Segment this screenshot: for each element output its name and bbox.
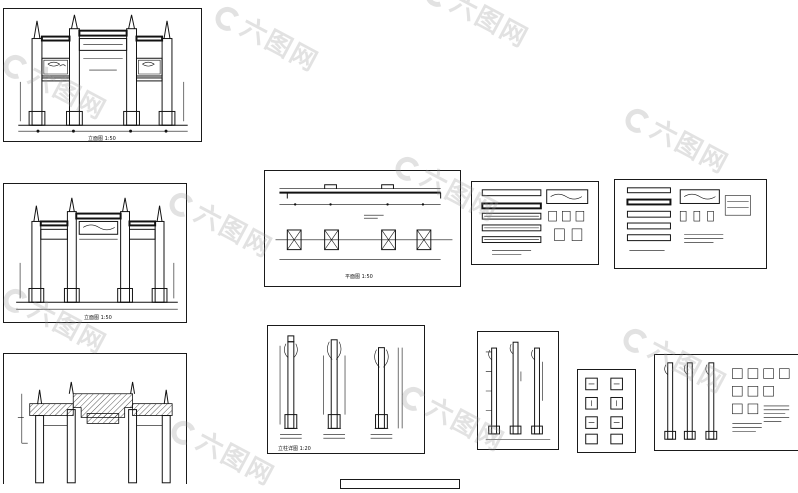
pillar-sections-drawing [485, 341, 551, 441]
g-logo-icon [211, 2, 244, 35]
joint-details-drawing [585, 377, 623, 445]
cad-sheet-archway-elevation-1[interactable]: 立面图 1:50 [3, 8, 202, 142]
sheet-caption: 平面图 1:50 [345, 274, 373, 280]
archway-elevation-plaque-drawing [16, 197, 178, 310]
cad-sheet-archway-elevation-2[interactable]: 立面图 1:50 [3, 183, 187, 323]
cad-sheet-beam-details-2[interactable] [614, 179, 767, 269]
plan-beam-drawing [275, 184, 453, 260]
watermark: 六图网 [420, 0, 536, 55]
cad-sheet-archway-section[interactable] [3, 353, 187, 484]
archway-elevation-drawing [18, 14, 188, 133]
sheet-caption: 立面图 1:50 [88, 136, 116, 142]
beam-details-drawing [481, 189, 589, 255]
cad-sheet-plan-and-beam[interactable]: 平面图 1:50 [264, 170, 461, 287]
archway-section-drawing [17, 381, 173, 484]
cad-sheet-pillar-elevations[interactable]: 立柱详图 1:20 [267, 325, 425, 454]
sheet-caption: 立面图 1:50 [84, 315, 112, 321]
cad-sheet-joint-details[interactable] [577, 369, 636, 453]
pillar-elevations-drawing [279, 335, 403, 439]
cad-sheet-partial-bottom[interactable] [340, 479, 460, 489]
beam-details-2-drawing [626, 187, 751, 251]
g-logo-icon [621, 104, 654, 137]
g-logo-icon [619, 324, 652, 357]
sheet-caption: 立柱详图 1:20 [278, 446, 311, 452]
cad-sheet-beam-details-1[interactable] [471, 181, 599, 265]
pillar-notes-drawing [664, 362, 790, 440]
cad-sheet-pillar-sections[interactable] [477, 331, 559, 450]
cad-sheet-pillar-notes[interactable] [654, 354, 798, 451]
g-logo-icon [421, 0, 454, 11]
watermark: 六图网 [620, 96, 736, 181]
watermark: 六图网 [210, 0, 326, 79]
